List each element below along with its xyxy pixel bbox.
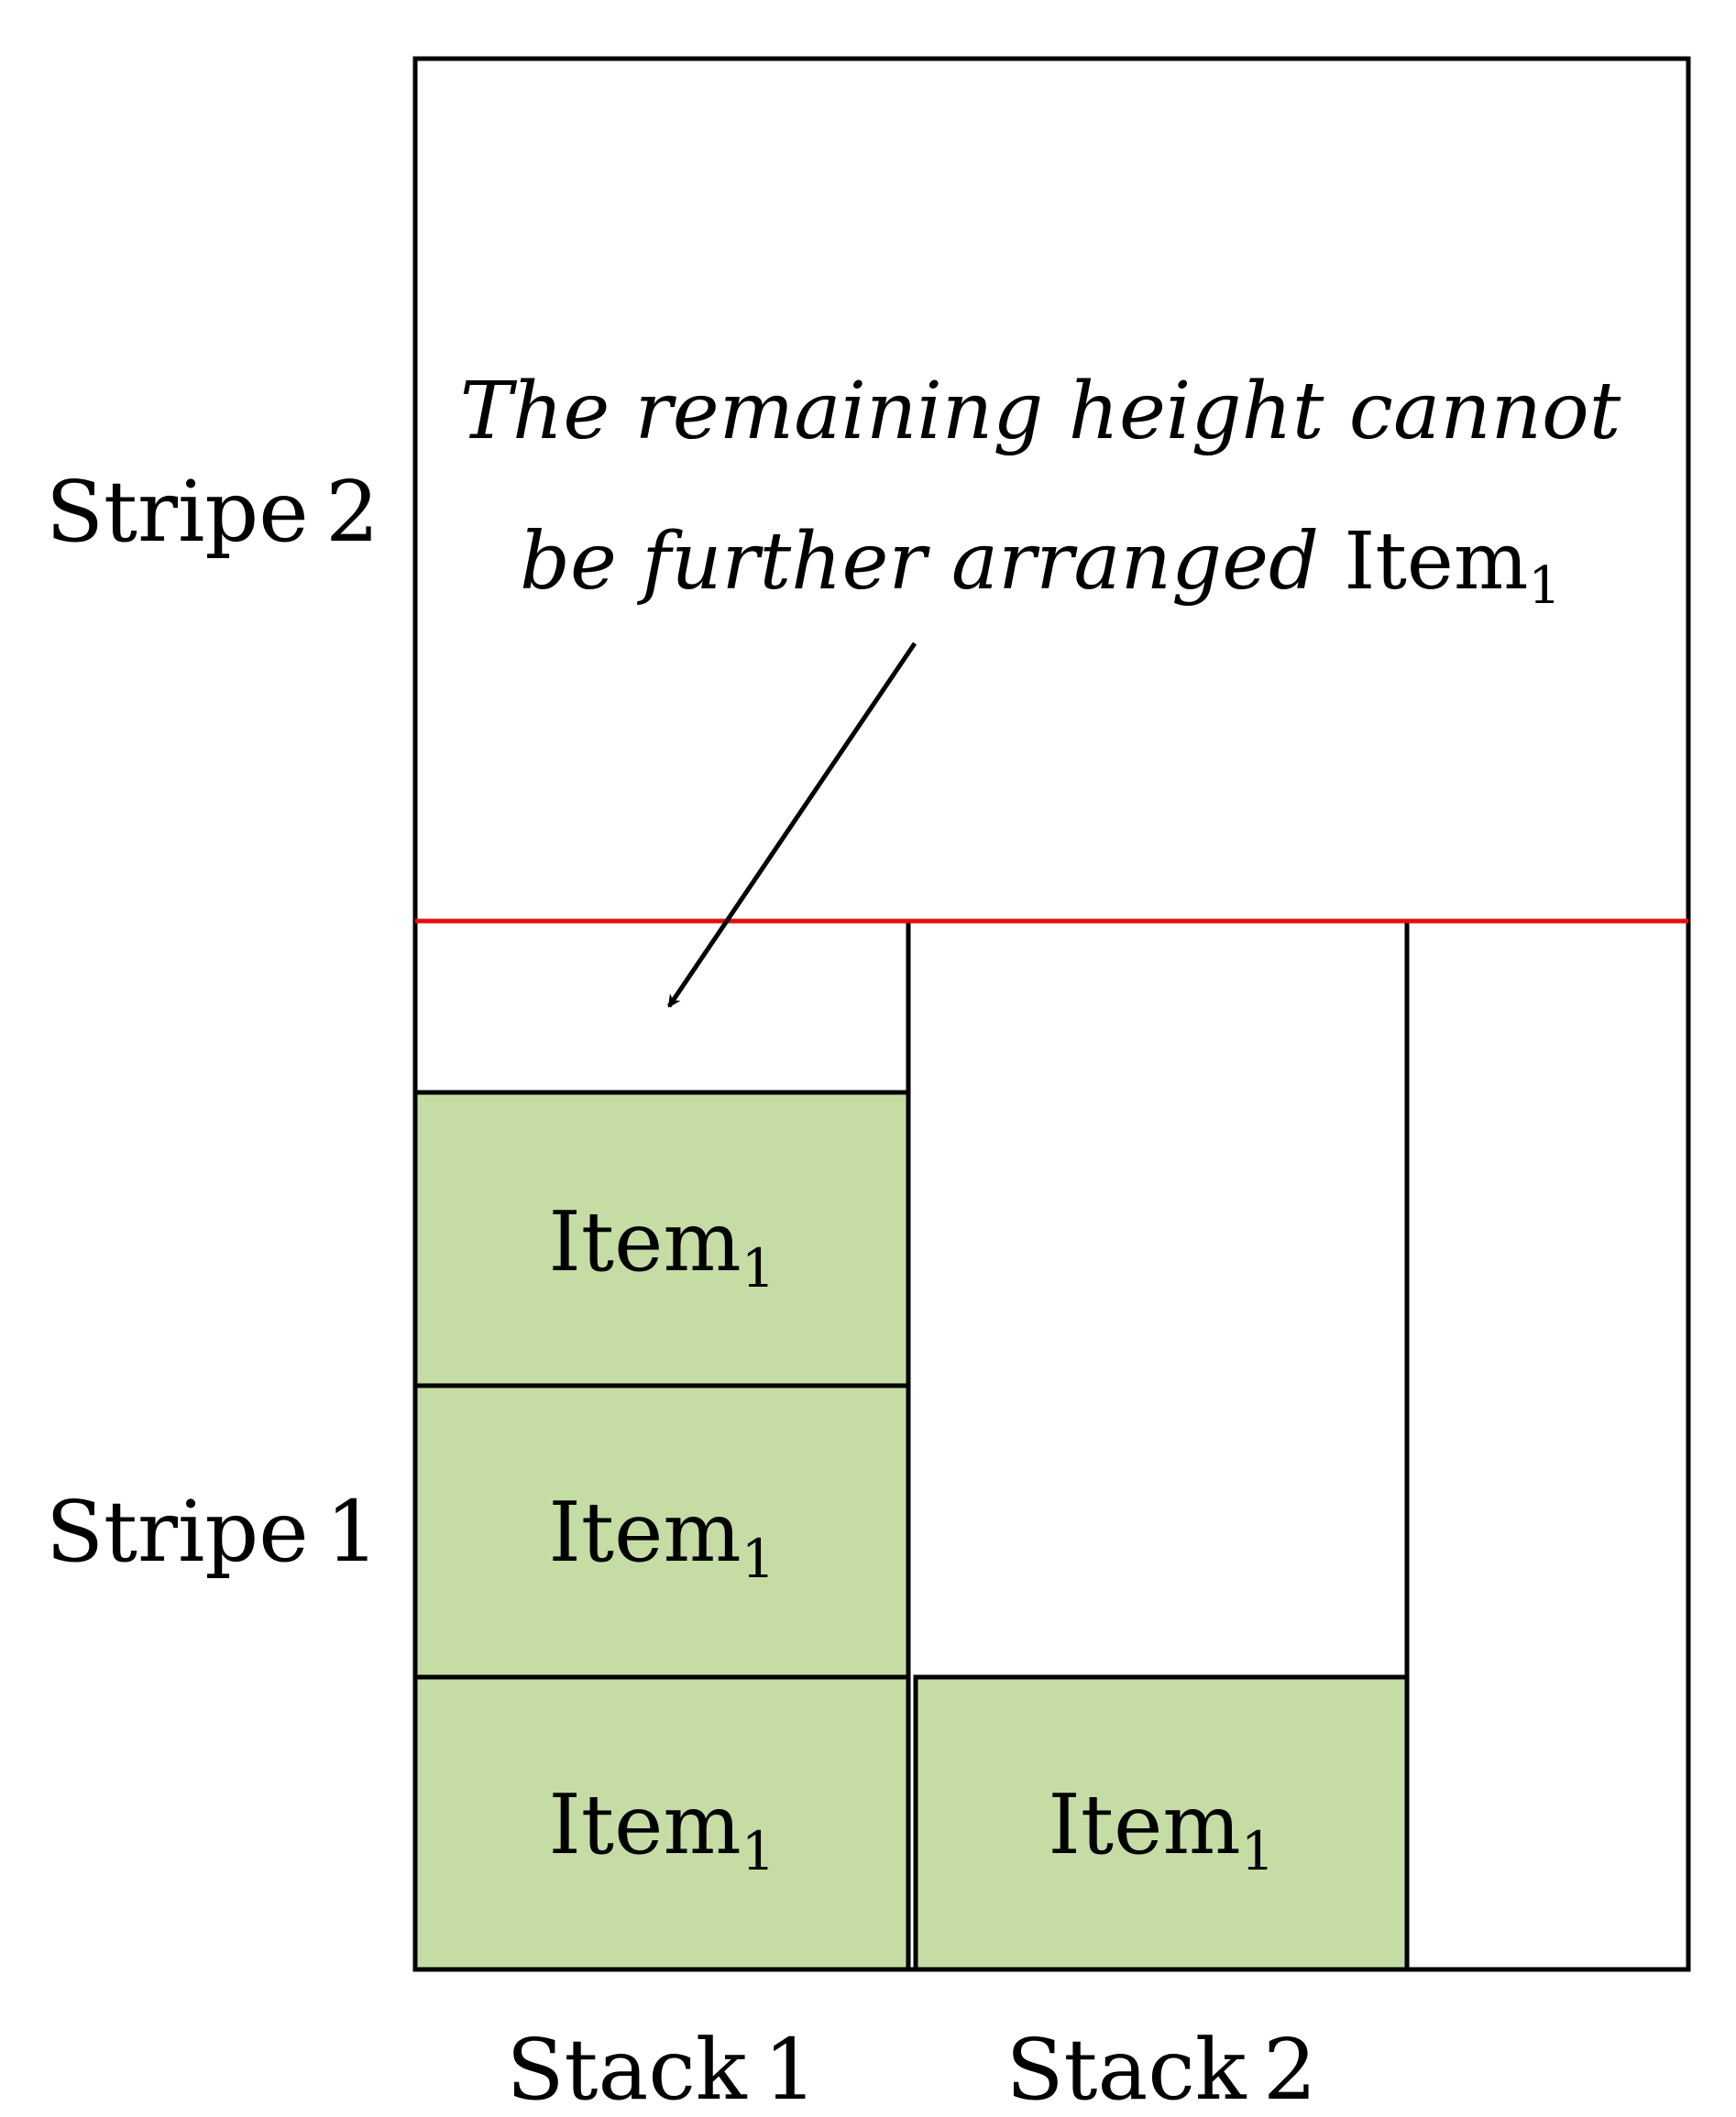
annotation-line-1: The remaining height cannot bbox=[460, 366, 1621, 457]
item-name: Item bbox=[1048, 1777, 1240, 1873]
stripe-label-1: Stripe 1 bbox=[46, 1483, 379, 1581]
item-label-stack1-level1: Item1 bbox=[548, 1777, 775, 1882]
annotation-line-2: be further arranged Item1 bbox=[520, 516, 1561, 616]
item-name: Item bbox=[548, 1485, 741, 1581]
item-subscript: 1 bbox=[742, 1237, 775, 1300]
item-subscript: 1 bbox=[742, 1528, 775, 1590]
item-box-stack2-level1 bbox=[913, 1674, 1410, 1972]
stripe-label-2: Stripe 2 bbox=[46, 463, 379, 561]
item-subscript: 1 bbox=[1241, 1820, 1275, 1882]
item-name: Item bbox=[548, 1777, 741, 1873]
item-box-stack1-level1 bbox=[412, 1674, 911, 1972]
annotation-line-2-text: be further arranged bbox=[520, 516, 1319, 608]
stack-label-2: Stack 2 bbox=[1005, 2021, 1316, 2117]
annotation-gap bbox=[1319, 516, 1344, 608]
item-label-stack1-level2: Item1 bbox=[548, 1485, 775, 1590]
item-label-stack1-level3: Item1 bbox=[548, 1194, 775, 1300]
item-name: Item bbox=[548, 1194, 741, 1290]
item-box-stack1-level2 bbox=[412, 1383, 911, 1680]
annotation-item-name: Item bbox=[1344, 516, 1528, 608]
stack-label-1: Stack 1 bbox=[506, 2021, 817, 2117]
annotation-arrow bbox=[666, 642, 917, 1008]
annotation-item-subscript: 1 bbox=[1528, 556, 1561, 616]
item-subscript: 1 bbox=[742, 1820, 775, 1882]
item-box-stack1-level3 bbox=[412, 1090, 911, 1388]
item-label-stack2-level1: Item1 bbox=[1048, 1777, 1274, 1882]
